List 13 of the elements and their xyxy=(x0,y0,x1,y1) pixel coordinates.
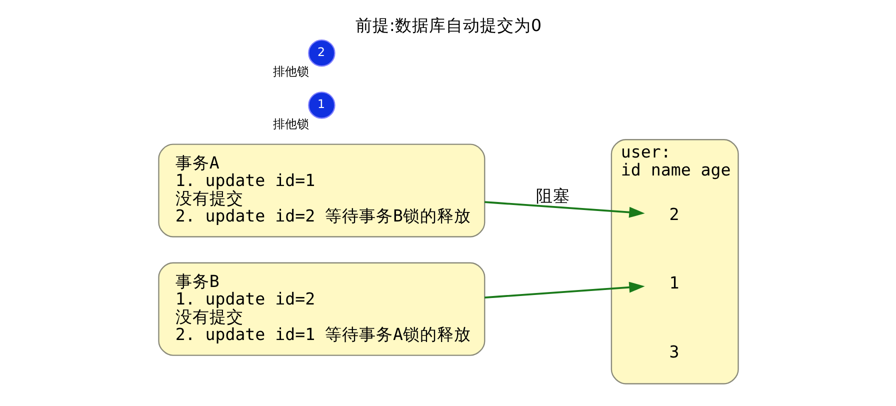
node-circle: 1 xyxy=(308,92,335,119)
node-text: 3 xyxy=(668,342,679,362)
node-box: 事务B 1. update id=2 没有提交 2. update id=1 等待事务A锁的释放 xyxy=(158,262,485,356)
node-box: 事务A 1. update id=1 没有提交 2. update id=2 等待事务B锁的释放 xyxy=(158,144,485,238)
node-text: 1 xyxy=(668,274,679,293)
node-label: 排他锁 xyxy=(272,116,308,131)
arrow xyxy=(484,201,644,218)
edge-label: 阻塞 xyxy=(535,186,570,206)
diagram-title: 前提:数据库自动提交为0 xyxy=(354,16,542,35)
node-circle: 2 xyxy=(308,39,335,67)
arrow xyxy=(484,282,644,299)
node-text: 2 xyxy=(668,204,679,224)
node-label: 排他锁 xyxy=(272,64,308,79)
